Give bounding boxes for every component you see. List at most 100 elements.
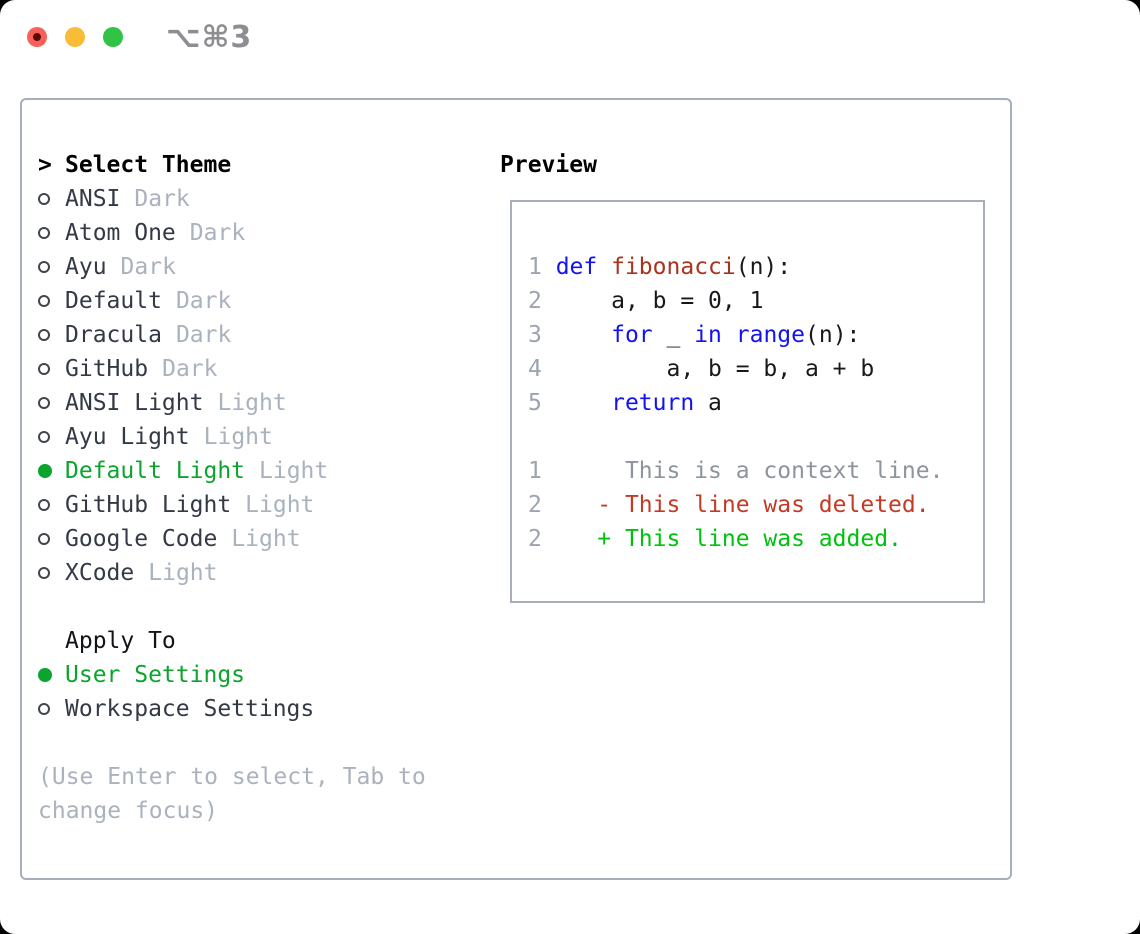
theme-variant: Light <box>245 492 315 518</box>
theme-variant: Dark <box>175 288 232 314</box>
code-segment-fn: fibonacci <box>611 254 736 280</box>
zoom-button[interactable] <box>103 27 123 47</box>
filled-dot-icon <box>38 668 52 682</box>
code-line: 2 + This line was added. <box>528 522 983 556</box>
theme-option[interactable]: Ayu Dark <box>38 250 478 284</box>
theme-variant: Dark <box>162 356 218 382</box>
theme-name: XCode <box>65 560 135 586</box>
theme-name: GitHub <box>65 356 149 382</box>
code-line <box>528 420 983 454</box>
theme-option[interactable]: Default Light Light <box>38 454 478 488</box>
code-segment-num: 5 <box>528 390 542 416</box>
code-segment-plain: (n): <box>735 254 792 280</box>
code-segment-kw: range <box>735 322 806 348</box>
circle-icon <box>38 261 50 273</box>
focus-arrow-icon: > <box>38 152 52 178</box>
theme-name: Atom One <box>65 220 176 246</box>
help-text: (Use Enter to select, Tab to change focu… <box>38 764 426 824</box>
circle-icon <box>38 397 50 409</box>
theme-option[interactable]: ANSI Light Light <box>38 386 478 420</box>
code-segment-plain: a <box>694 390 722 416</box>
close-button[interactable] <box>27 27 47 47</box>
titlebar: ⌥⌘3 <box>0 0 1140 58</box>
code-segment-add: + This line was added. <box>597 526 902 552</box>
radio-icon <box>38 431 65 443</box>
code-line: 1 def fibonacci(n): <box>528 250 983 284</box>
spacer <box>38 590 478 624</box>
theme-name: Ayu <box>65 254 107 280</box>
code-segment-plain <box>542 492 597 518</box>
circle-icon <box>38 533 50 545</box>
spacer <box>38 726 478 760</box>
theme-name: Default <box>65 288 162 314</box>
code-segment-kw: in <box>694 322 722 348</box>
radio-icon <box>38 329 65 341</box>
theme-name: ANSI Light <box>65 390 204 416</box>
code-segment-plain <box>722 322 736 348</box>
circle-icon <box>38 499 50 511</box>
theme-option[interactable]: XCode Light <box>38 556 478 590</box>
code-segment-num: 2 <box>528 492 542 518</box>
code-segment-num: 3 <box>528 322 542 348</box>
filled-dot-icon <box>38 464 52 478</box>
select-theme-header: > Select Theme <box>38 148 478 182</box>
selected-radio-icon <box>38 464 65 478</box>
theme-name: GitHub Light <box>65 492 232 518</box>
theme-variant: Dark <box>120 254 176 280</box>
apply-to-title: Apply To <box>65 628 176 654</box>
theme-option[interactable]: GitHub Dark <box>38 352 478 386</box>
apply-to-option[interactable]: User Settings <box>38 658 478 692</box>
theme-variant: Light <box>217 390 287 416</box>
circle-icon <box>38 567 50 579</box>
code-line: 2 - This line was deleted. <box>528 488 983 522</box>
code-segment-plain: a, b = b, a + b <box>541 356 875 382</box>
theme-option[interactable]: ANSI Dark <box>38 182 478 216</box>
code-segment-plain <box>542 322 611 348</box>
code-line: 1 This is a context line. <box>528 454 983 488</box>
theme-variant: Light <box>231 526 301 552</box>
apply-to-label: Workspace Settings <box>65 696 315 722</box>
code-segment-ctx: This is a context line. <box>541 458 944 484</box>
circle-icon <box>38 295 50 307</box>
code-segment-plain <box>542 390 611 416</box>
selected-radio-icon <box>38 668 65 682</box>
window-shortcut-label: ⌥⌘3 <box>166 20 253 55</box>
theme-option[interactable]: Default Dark <box>38 284 478 318</box>
radio-icon <box>38 397 65 409</box>
minimize-button[interactable] <box>65 27 85 47</box>
theme-name: ANSI <box>65 186 121 212</box>
code-segment-plain: (n): <box>805 322 861 348</box>
circle-icon <box>38 227 50 239</box>
radio-icon <box>38 295 65 307</box>
theme-name: Dracula <box>65 322 162 348</box>
apply-to-option[interactable]: Workspace Settings <box>38 692 478 726</box>
code-segment-kw: for <box>611 322 653 348</box>
theme-variant: Light <box>148 560 218 586</box>
code-segment-num: 1 <box>528 458 542 484</box>
theme-variant: Light <box>259 458 329 484</box>
code-segment-del: - This line was deleted. <box>597 492 930 518</box>
radio-icon <box>38 499 65 511</box>
theme-option[interactable]: GitHub Light Light <box>38 488 478 522</box>
preview-header: Preview <box>500 152 597 178</box>
theme-variant: Dark <box>134 186 190 212</box>
code-segment-num: 4 <box>528 356 542 382</box>
radio-icon <box>38 703 65 715</box>
radio-icon <box>38 363 65 375</box>
code-segment-num: 1 <box>528 254 556 280</box>
radio-icon <box>38 567 65 579</box>
radio-icon <box>38 533 65 545</box>
theme-name: Default Light <box>65 458 246 484</box>
code-line: 2 a, b = 0, 1 <box>528 284 983 318</box>
circle-icon <box>38 329 50 341</box>
code-line: 4 a, b = b, a + b <box>528 352 983 386</box>
code-line: 3 for _ in range(n): <box>528 318 983 352</box>
